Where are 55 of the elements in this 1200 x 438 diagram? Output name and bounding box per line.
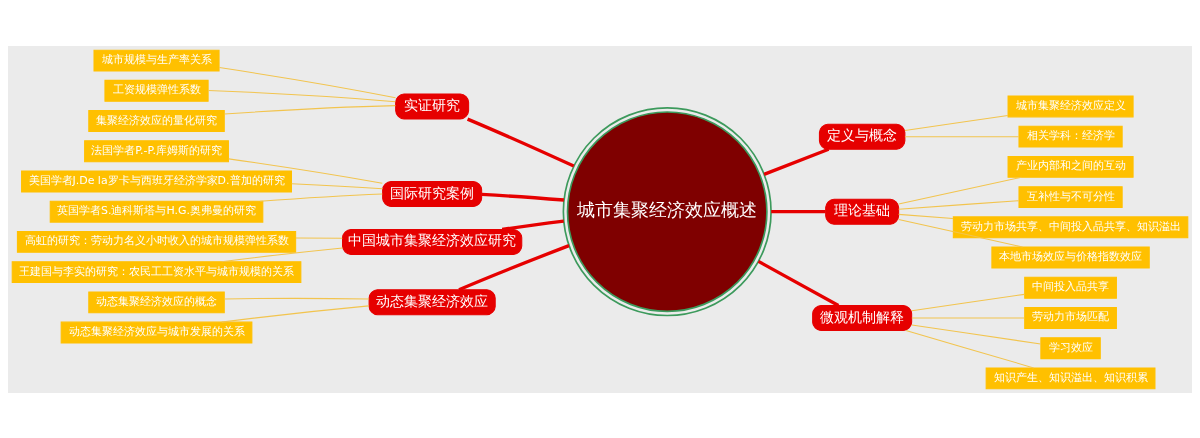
connector <box>259 193 383 202</box>
node-box: 知识产生、知识溢出、知识积累 <box>985 366 1156 389</box>
node-box: 实证研究 <box>395 92 470 119</box>
node-box: 微观机制解释 <box>812 304 913 331</box>
connector <box>898 176 1022 204</box>
connector <box>771 209 826 213</box>
connector <box>898 199 1020 210</box>
node-box: 工资规模弹性系数 <box>104 79 209 102</box>
node-box: 互补性与不可分性 <box>1018 185 1123 208</box>
node-box: 城市集聚经济效应定义 <box>1007 95 1134 117</box>
node-box: 法国学者P.-P.库姆斯的研究 <box>84 139 229 162</box>
node-box: 国际研究案例 <box>382 180 483 207</box>
connector <box>898 218 1024 248</box>
connector <box>221 304 370 323</box>
connector <box>466 117 575 168</box>
node-circle: 城市集聚经济效应概述 <box>562 106 772 316</box>
connector <box>911 324 1042 344</box>
node-box: 集聚经济效应的量化研究 <box>88 109 225 132</box>
node-box: 理论基础 <box>825 198 900 225</box>
node-box: 本地市场效应与价格指数效应 <box>991 246 1150 268</box>
node-box: 中间投入品共享 <box>1024 276 1117 299</box>
connector <box>911 316 1025 318</box>
node-box: 英国学者S.迪科斯塔与H.G.奥弗曼的研究 <box>49 200 264 223</box>
connector <box>898 213 954 219</box>
connector <box>757 259 840 307</box>
node-box: 学习效应 <box>1040 336 1101 359</box>
node-box: 城市规模与生产率关系 <box>93 49 220 72</box>
connector <box>911 293 1025 311</box>
node-box: 动态集聚经济效应与城市发展的关系 <box>60 321 253 343</box>
node-box: 高虹的研究：劳动力名义小时收入的城市规模弹性系数 <box>16 230 297 253</box>
connector <box>207 89 396 102</box>
connector <box>481 192 565 202</box>
node-box: 中国城市集聚经济效应研究 <box>342 228 523 255</box>
node-box: 动态集聚经济效应的概念 <box>88 290 225 313</box>
connector <box>223 297 370 300</box>
connector <box>291 182 384 189</box>
node-box: 产业内部和之间的互动 <box>1007 155 1134 178</box>
connector <box>904 114 1009 131</box>
connector <box>223 104 396 115</box>
connector <box>218 66 397 98</box>
connector <box>228 157 383 184</box>
node-box: 劳动力市场匹配 <box>1024 306 1117 329</box>
connector <box>501 218 564 231</box>
connector <box>763 147 830 176</box>
connector <box>295 237 343 239</box>
connector <box>221 247 344 262</box>
node-box: 相关学科：经济学 <box>1018 125 1123 148</box>
connector <box>905 329 1035 368</box>
node-box: 劳动力市场共享、中间投入品共享、知识溢出 <box>952 215 1189 238</box>
connector <box>904 135 1020 137</box>
node-box: 美国学者J.De la罗卡与西班牙经济学家D.普加的研究 <box>21 170 292 192</box>
node-box: 动态集聚经济效应 <box>368 288 496 315</box>
connector <box>458 243 570 291</box>
node-box: 王建国与李实的研究：农民工工资水平与城市规模的关系 <box>11 260 302 283</box>
node-box: 定义与概念 <box>818 123 906 150</box>
